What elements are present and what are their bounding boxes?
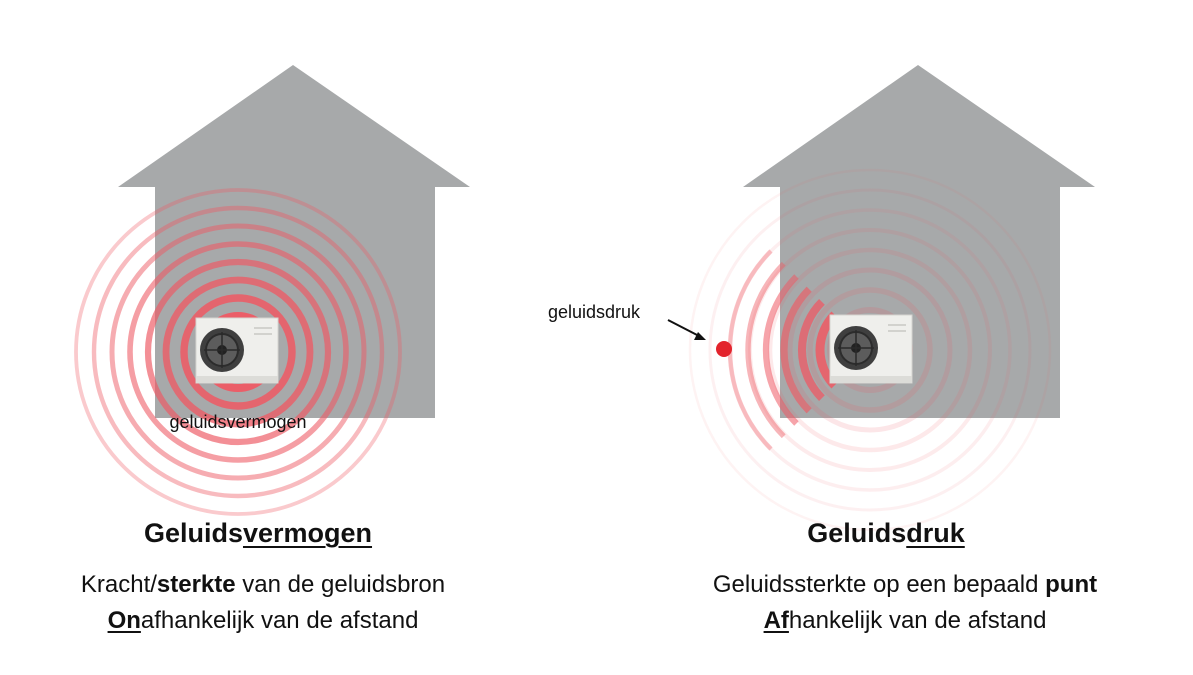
wave-ring bbox=[162, 276, 314, 428]
wave-ring bbox=[180, 294, 296, 410]
right-line-1: Geluidssterkte op een bepaald punt bbox=[640, 571, 1170, 599]
measure-point-dot bbox=[716, 341, 732, 357]
wave-ring bbox=[91, 205, 385, 499]
heat-pump-unit-icon bbox=[829, 314, 913, 384]
arrow-icon bbox=[667, 319, 706, 340]
right-line-2-rest: hankelijk van de afstand bbox=[788, 607, 1047, 634]
wave-ring bbox=[144, 258, 332, 446]
left-line-1-pre: Kracht/ bbox=[80, 571, 157, 598]
wave-ring bbox=[767, 247, 973, 453]
right-line-1-pre: Geluidssterkte op een bepaald bbox=[712, 571, 1046, 598]
left-line-2-rest: afhankelijk van de afstand bbox=[140, 607, 419, 634]
left-title-underlined: vermogen bbox=[242, 518, 373, 548]
wave-ring bbox=[708, 188, 1032, 512]
wave-arc bbox=[762, 274, 799, 426]
left-title: Geluidsvermogen bbox=[108, 518, 408, 549]
wave-ring bbox=[787, 267, 953, 433]
left-title-plain: Geluids bbox=[143, 518, 243, 548]
right-title-underlined: druk bbox=[906, 518, 965, 548]
wave-ring bbox=[688, 168, 1052, 532]
left-line-1-bold: sterkte bbox=[156, 571, 236, 598]
left-line-1: Kracht/sterkte van de geluidsbron bbox=[18, 571, 508, 599]
wave-ring bbox=[74, 188, 402, 516]
left-line-1-post: van de geluidsbron bbox=[235, 571, 446, 598]
right-line-2-underlined: Af bbox=[763, 607, 789, 634]
wave-ring bbox=[109, 223, 367, 481]
right-line-1-bold: punt bbox=[1045, 571, 1098, 598]
left-line-2: Onafhankelijk van de afstand bbox=[18, 607, 508, 635]
wave-ring bbox=[748, 228, 992, 472]
wave-arc bbox=[815, 311, 838, 389]
right-title-plain: Geluids bbox=[807, 518, 907, 548]
left-line-2-underlined: On bbox=[107, 607, 141, 634]
wave-ring bbox=[807, 287, 933, 413]
wave-arc bbox=[745, 261, 786, 439]
point-label: geluidsdruk bbox=[548, 302, 641, 322]
wave-arc bbox=[780, 286, 812, 414]
heat-pump-unit-icon bbox=[195, 317, 279, 384]
right-line-2: Afhankelijk van de afstand bbox=[640, 607, 1170, 635]
wave-ring bbox=[127, 241, 349, 463]
source-label: geluidsvermogen bbox=[169, 412, 306, 432]
wave-arc bbox=[797, 299, 825, 401]
right-title: Geluidsdruk bbox=[736, 518, 1036, 549]
